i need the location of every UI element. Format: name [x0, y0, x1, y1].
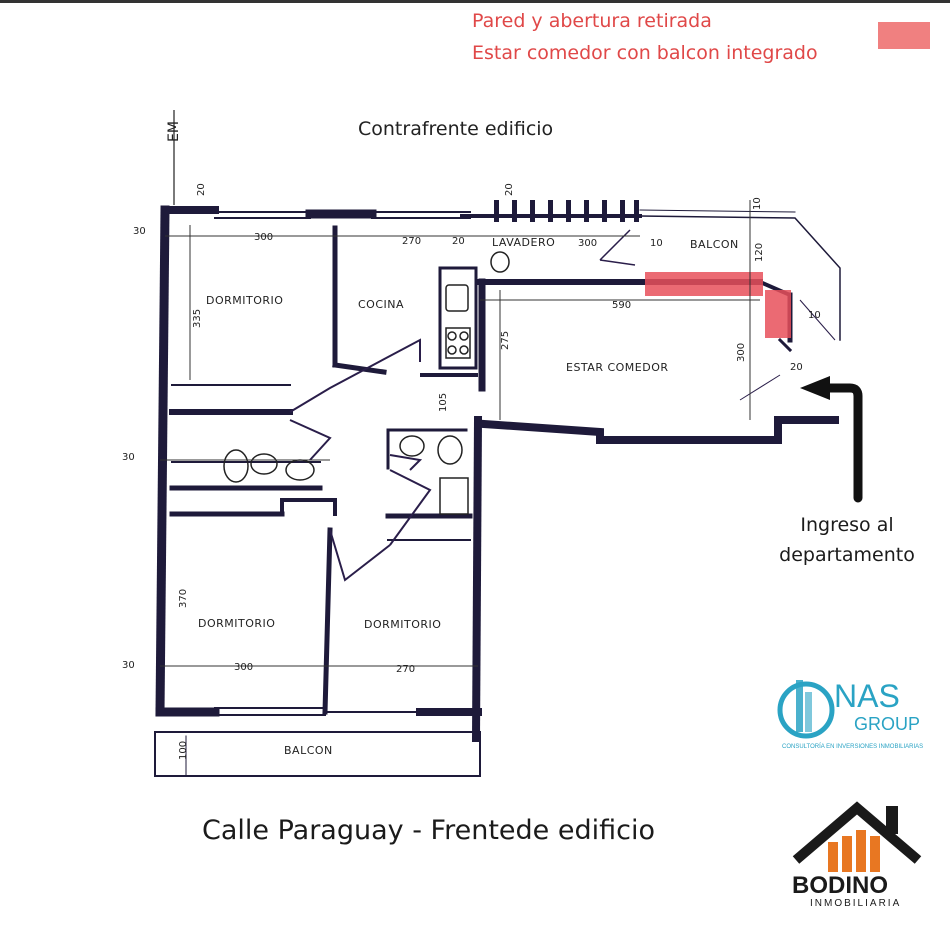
- dim-275: 275: [500, 331, 511, 350]
- em-mark: EM: [166, 110, 182, 205]
- dim-20-lav: 20: [504, 183, 515, 196]
- dim-270-bottom: 270: [396, 664, 415, 675]
- dimension-lines: [160, 200, 760, 667]
- dim-300-bottom: 300: [234, 662, 253, 673]
- dim-10-bal: 10: [808, 310, 821, 321]
- dim-10-lav: 10: [650, 238, 663, 249]
- room-estar-comedor: ESTAR COMEDOR: [566, 361, 669, 374]
- room-dormitorio-bottom-left: DORMITORIO: [198, 617, 275, 630]
- onas-mark-icon: [777, 680, 835, 739]
- dim-335: 335: [192, 309, 203, 328]
- room-balcon-bottom: BALCON: [284, 744, 333, 757]
- top-rule: [0, 0, 950, 3]
- dim-30-mid-left: 30: [122, 452, 135, 463]
- bodino-sub: INMOBILIARIA: [810, 898, 902, 909]
- room-balcon-top: BALCON: [690, 238, 739, 251]
- entry-arrow: [800, 376, 863, 503]
- dim-120: 120: [754, 243, 765, 262]
- dim-300-right: 300: [736, 343, 747, 362]
- dim-370: 370: [178, 589, 189, 608]
- frente-heading: Calle Paraguay - Frentede edificio: [202, 815, 655, 846]
- onas-group: GROUP: [854, 714, 921, 734]
- ingreso-line-1: Ingreso al: [800, 514, 894, 536]
- dim-30-top-left: 30: [133, 226, 146, 237]
- dim-20-top: 20: [452, 236, 465, 247]
- onas-logo: NAS GROUP CONSULTORÍA EN INVERSIONES INM…: [774, 672, 934, 756]
- dim-105: 105: [438, 393, 449, 412]
- dim-300-lav: 300: [578, 238, 597, 249]
- bodino-name: BODINO: [792, 872, 888, 899]
- legend-swatch: [878, 22, 930, 49]
- dim-270-top: 270: [402, 236, 421, 247]
- legend-line-2: Estar comedor con balcon integrado: [472, 42, 818, 64]
- onas-tagline: CONSULTORÍA EN INVERSIONES INMOBILIARIAS: [782, 744, 924, 750]
- legend-line-1: Pared y abertura retirada: [472, 10, 712, 32]
- dim-100: 100: [178, 741, 189, 760]
- hall-lines: [289, 229, 836, 582]
- dim-30-bottom-left: 30: [122, 660, 135, 671]
- contrafrente-heading: Contrafrente edificio: [358, 118, 554, 140]
- dim-10-top-right: 10: [752, 197, 763, 210]
- house-icon: [792, 801, 922, 872]
- dim-20-corner: 20: [196, 183, 207, 196]
- ingreso-label: Ingreso al departamento: [766, 510, 928, 570]
- bodino-logo: BODINO INMOBILIARIA: [790, 800, 924, 910]
- dim-300-top: 300: [254, 232, 273, 243]
- room-lavadero: LAVADERO: [492, 236, 555, 249]
- lavadero-railing: [494, 200, 639, 222]
- room-dormitorio-bottom-right: DORMITORIO: [364, 618, 441, 631]
- fixtures: [223, 251, 510, 515]
- em-label: EM: [166, 121, 182, 142]
- removed-wall-highlight: [645, 272, 791, 338]
- dim-20-right: 20: [790, 362, 803, 373]
- room-dormitorio-top: DORMITORIO: [206, 294, 283, 307]
- ingreso-line-2: departamento: [779, 544, 915, 566]
- room-cocina: COCINA: [358, 298, 404, 311]
- dim-590: 590: [612, 300, 631, 311]
- onas-name: NAS: [834, 678, 900, 714]
